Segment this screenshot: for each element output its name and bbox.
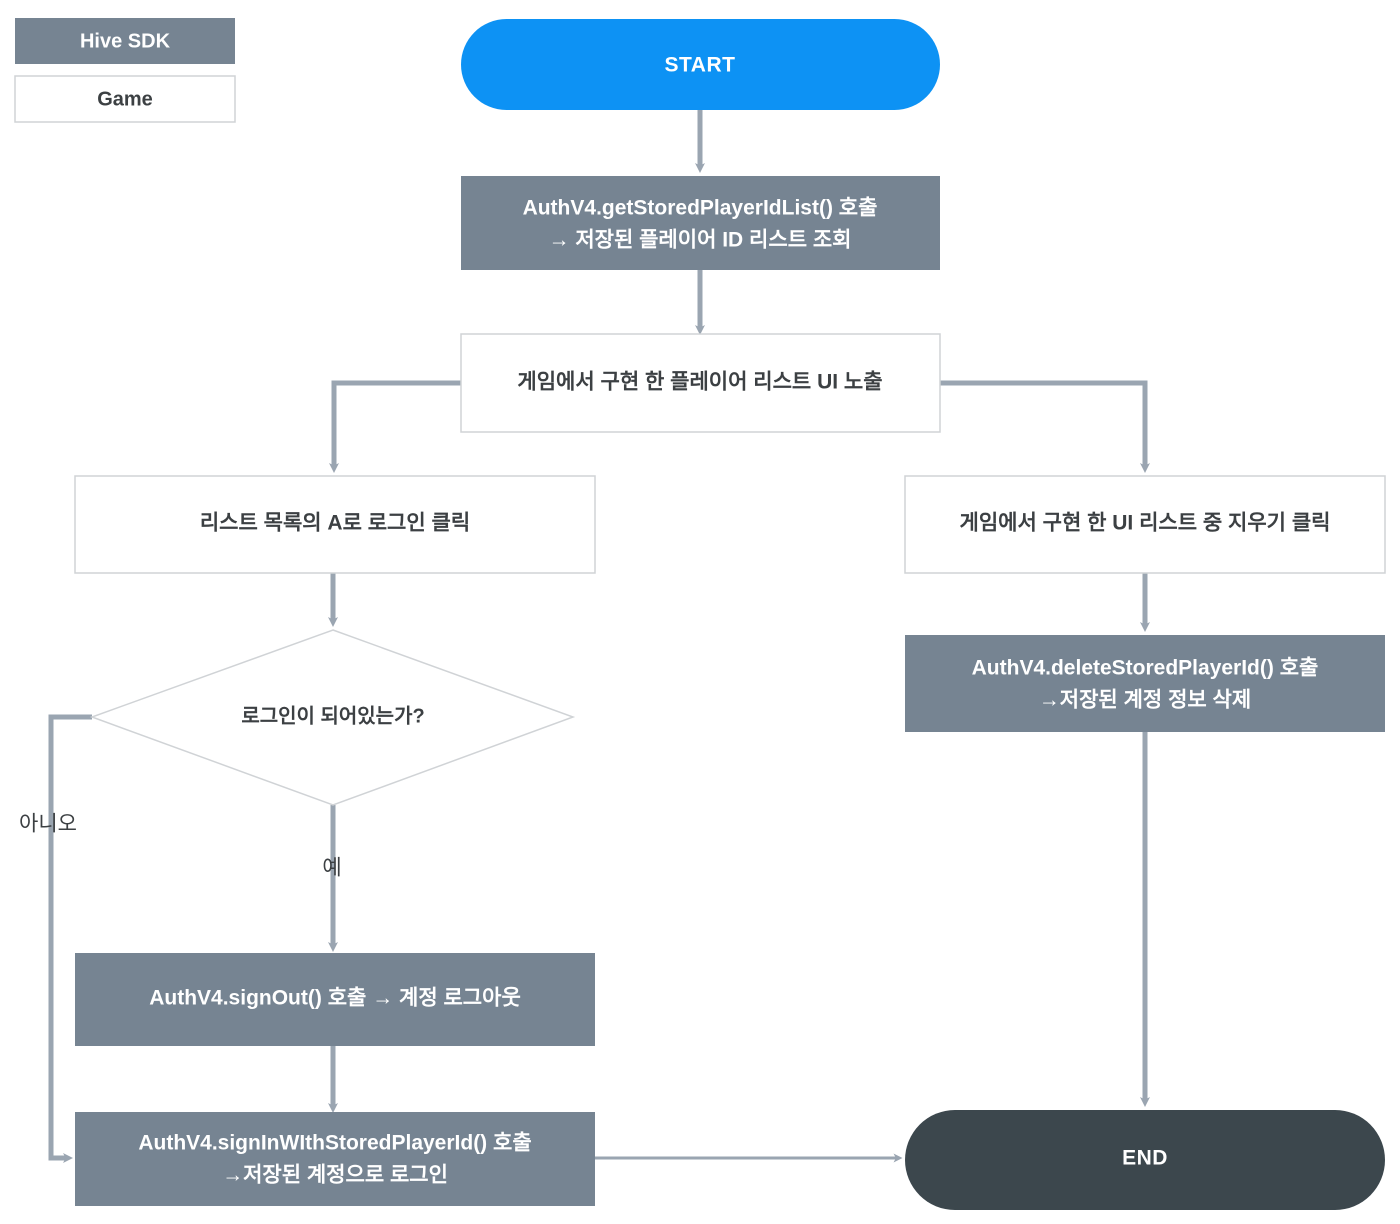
node-sign-out-label: AuthV4.signOut() 호출 → 계정 로그아웃 [149, 987, 521, 1010]
node-decision-is-logged-in[interactable]: 로그인이 되어있는가? [89, 629, 576, 806]
node-get-stored-player-id-list[interactable]: AuthV4.getStoredPlayerIdList() 호출 → 저장된 … [461, 176, 940, 270]
node-show-player-list-ui-label: 게임에서 구현 한 플레이어 리스트 UI 노출 [517, 371, 882, 394]
node-sign-in-with-stored-player-id-line1: AuthV4.signInWIthStoredPlayerId() 호출 [138, 1132, 531, 1155]
node-decision-is-logged-in-label: 로그인이 되어있는가? [241, 704, 424, 727]
node-delete-stored-player-id[interactable]: AuthV4.deleteStoredPlayerId() 호출 →저장된 계정… [905, 635, 1385, 732]
node-end[interactable]: END [905, 1110, 1385, 1210]
connector-decision-no-to-signin [48, 714, 92, 1163]
edge-label-yes: 예 [322, 857, 341, 880]
connector-show-ui-to-click-delete [940, 380, 1150, 473]
node-get-stored-player-id-list-line2: → 저장된 플레이어 ID 리스트 조회 [548, 229, 851, 252]
legend-label-game: Game [97, 88, 153, 110]
node-end-label: END [1122, 1147, 1168, 1170]
legend-swatch-game [14, 75, 236, 123]
node-delete-stored-player-id-line2: →저장된 계정 정보 삭제 [1039, 689, 1251, 712]
node-delete-stored-player-id-line1: AuthV4.deleteStoredPlayerId() 호출 [972, 657, 1319, 680]
node-click-login-with-a-label: 리스트 목록의 A로 로그인 클릭 [200, 512, 470, 535]
node-start-label: START [665, 54, 736, 77]
edge-label-no: 아니오 [19, 813, 77, 836]
node-start[interactable]: START [461, 19, 940, 110]
node-sign-out[interactable]: AuthV4.signOut() 호출 → 계정 로그아웃 [75, 953, 595, 1046]
legend-swatch-hive-sdk [15, 18, 235, 64]
legend-label-hive-sdk: Hive SDK [80, 30, 171, 52]
connector-show-ui-to-click-login [329, 380, 461, 473]
connectors [48, 110, 1150, 1163]
node-show-player-list-ui[interactable]: 게임에서 구현 한 플레이어 리스트 UI 노출 [460, 333, 941, 433]
node-sign-in-with-stored-player-id-line2: →저장된 계정으로 로그인 [222, 1164, 448, 1187]
legend: Hive SDK Game [14, 18, 236, 123]
node-get-stored-player-id-list-line1: AuthV4.getStoredPlayerIdList() 호출 [523, 197, 878, 220]
node-sign-in-with-stored-player-id[interactable]: AuthV4.signInWIthStoredPlayerId() 호출 →저장… [75, 1112, 595, 1206]
node-click-delete-in-ui-list-label: 게임에서 구현 한 UI 리스트 중 지우기 클릭 [960, 512, 1331, 535]
node-click-login-with-a[interactable]: 리스트 목록의 A로 로그인 클릭 [74, 475, 596, 574]
node-click-delete-in-ui-list[interactable]: 게임에서 구현 한 UI 리스트 중 지우기 클릭 [904, 475, 1386, 574]
